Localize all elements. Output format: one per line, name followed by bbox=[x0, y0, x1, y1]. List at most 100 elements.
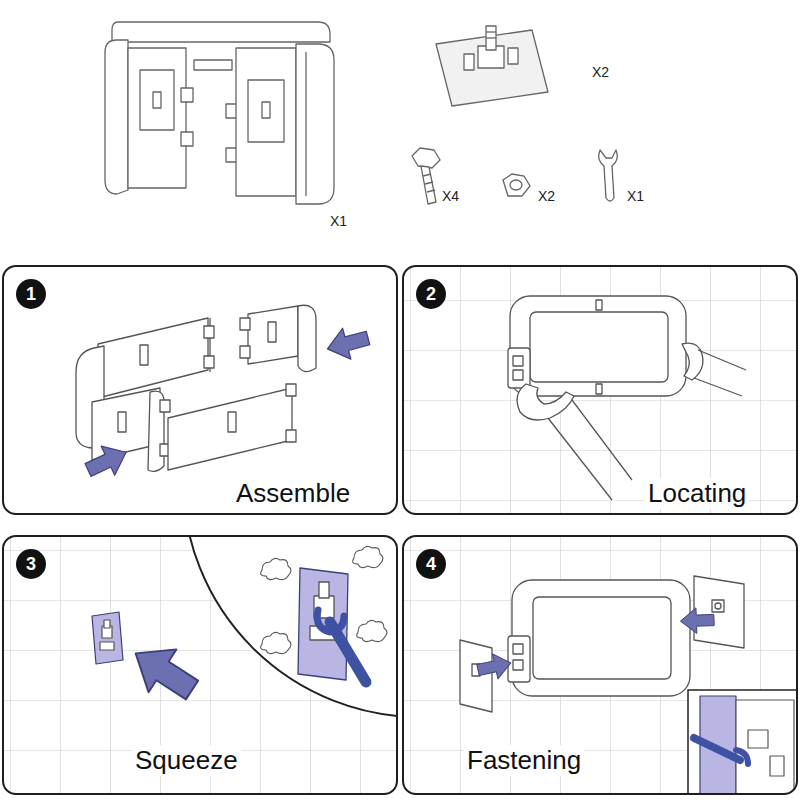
fastening-illustration-part bbox=[715, 603, 721, 609]
assemble-illustration-part bbox=[298, 305, 316, 371]
assemble-illustration bbox=[76, 305, 316, 471]
shelf-frame-part-part bbox=[112, 22, 330, 42]
wall-tiles-part bbox=[183, 536, 397, 717]
quantity-label: X2 bbox=[538, 188, 555, 205]
bolt-part bbox=[412, 148, 440, 204]
step-number: 3 bbox=[16, 549, 46, 579]
locating-illustration-part bbox=[513, 356, 523, 366]
push-arrow-part bbox=[81, 438, 133, 485]
locating-illustration-part bbox=[596, 384, 602, 394]
adhesive-plate-part bbox=[436, 26, 548, 106]
locating-illustration-part bbox=[596, 300, 602, 310]
detail-inset-part bbox=[770, 756, 784, 776]
shelf-frame-part-part bbox=[105, 40, 128, 194]
locating-illustration-part bbox=[698, 350, 746, 370]
quantity-label: X1 bbox=[627, 188, 644, 205]
assemble-illustration-part bbox=[160, 400, 170, 412]
wrench-part bbox=[599, 150, 618, 201]
step-title: Assemble bbox=[233, 478, 353, 509]
shelf-frame-part-part bbox=[181, 132, 193, 146]
assemble-illustration-part bbox=[286, 384, 296, 396]
locating-illustration-part bbox=[548, 418, 612, 500]
assemble-illustration-part bbox=[240, 346, 250, 358]
shelf-frame-part-part bbox=[181, 88, 193, 102]
shelf-frame-part-part bbox=[153, 92, 161, 108]
shelf-frame-part-part bbox=[128, 48, 186, 188]
step-number-text: 2 bbox=[426, 285, 436, 303]
detail-inset-part bbox=[694, 738, 740, 760]
bolt-part-part bbox=[423, 174, 431, 176]
step-panel: 4Fastening bbox=[402, 535, 798, 795]
bolt-part-part bbox=[427, 190, 435, 192]
fastening-illustration-part bbox=[694, 576, 744, 648]
air-puff bbox=[261, 546, 387, 653]
shelf-frame-part-part bbox=[305, 52, 306, 196]
assemble-illustration-part bbox=[204, 356, 214, 368]
fastening-illustration-part bbox=[712, 600, 724, 612]
wall-tiles bbox=[3, 536, 397, 794]
adhesive-plate-part-part bbox=[464, 54, 474, 70]
step-number: 1 bbox=[16, 279, 46, 309]
assemble-illustration-part bbox=[118, 412, 126, 432]
push-arrow bbox=[122, 632, 206, 712]
fastening-illustration-part bbox=[513, 644, 523, 654]
nut-part-part bbox=[510, 180, 522, 190]
assemble-illustration-part bbox=[140, 345, 148, 365]
air-puff-part bbox=[261, 558, 291, 579]
wall-tiles-part bbox=[403, 266, 797, 514]
push-arrow bbox=[475, 607, 714, 682]
step-number-text: 3 bbox=[26, 555, 36, 573]
air-puff-part bbox=[353, 546, 383, 567]
assemble-illustration-part bbox=[240, 318, 250, 330]
fastening-illustration-part bbox=[533, 597, 671, 679]
locating-illustration-part bbox=[517, 384, 574, 420]
step-panel: 3Squeeze bbox=[2, 535, 398, 795]
wall-tiles bbox=[403, 266, 797, 514]
assemble-illustration-part bbox=[98, 318, 208, 398]
fastening-illustration-part bbox=[513, 660, 523, 670]
step-title: Fastening bbox=[464, 745, 584, 776]
adhesive-plate-part-part bbox=[486, 26, 496, 50]
adhesive-plate-part-part bbox=[486, 31, 496, 32]
locating-illustration-part bbox=[530, 312, 668, 382]
nut-part bbox=[503, 174, 530, 196]
locating-illustration-part bbox=[572, 400, 632, 480]
detail-inset-part bbox=[748, 730, 768, 748]
detail-inset-part bbox=[736, 750, 748, 764]
push-arrow-part bbox=[680, 607, 714, 634]
step-title: Squeeze bbox=[132, 745, 241, 776]
wall-tiles-part bbox=[403, 536, 797, 794]
wall-tiles bbox=[403, 536, 797, 794]
assemble-illustration-part bbox=[228, 412, 236, 432]
locating-illustration-part bbox=[513, 370, 523, 380]
nut-part-part bbox=[503, 174, 530, 196]
shelf-frame-part-part bbox=[296, 44, 334, 204]
detail-inset-part bbox=[736, 700, 794, 794]
squeeze-detail-part bbox=[298, 568, 348, 680]
push-arrow-part bbox=[475, 650, 513, 682]
detail-inset-part bbox=[688, 690, 797, 794]
plate-small bbox=[92, 612, 123, 664]
step-title: Locating bbox=[645, 478, 749, 509]
assemble-illustration-part bbox=[204, 326, 214, 338]
detail-inset bbox=[688, 690, 797, 794]
assemble-illustration-part bbox=[286, 430, 296, 442]
wrench-part-part bbox=[599, 150, 618, 201]
step-panel: 1Assemble bbox=[2, 265, 398, 515]
quantity-label: X4 bbox=[442, 188, 459, 205]
push-arrow-part bbox=[122, 632, 206, 712]
locating-illustration-part bbox=[682, 343, 703, 380]
shelf-frame-part-part bbox=[194, 60, 232, 70]
locating-illustration-part bbox=[510, 296, 686, 396]
fastening-illustration-part bbox=[460, 640, 492, 712]
step-number: 4 bbox=[416, 549, 446, 579]
step-number: 2 bbox=[416, 279, 446, 309]
shelf-frame-part-part bbox=[236, 48, 296, 196]
air-puff-part bbox=[357, 620, 387, 641]
shelf-frame-part bbox=[105, 22, 334, 204]
plate-small-part bbox=[92, 612, 123, 664]
shelf-frame-part-part bbox=[262, 102, 270, 118]
